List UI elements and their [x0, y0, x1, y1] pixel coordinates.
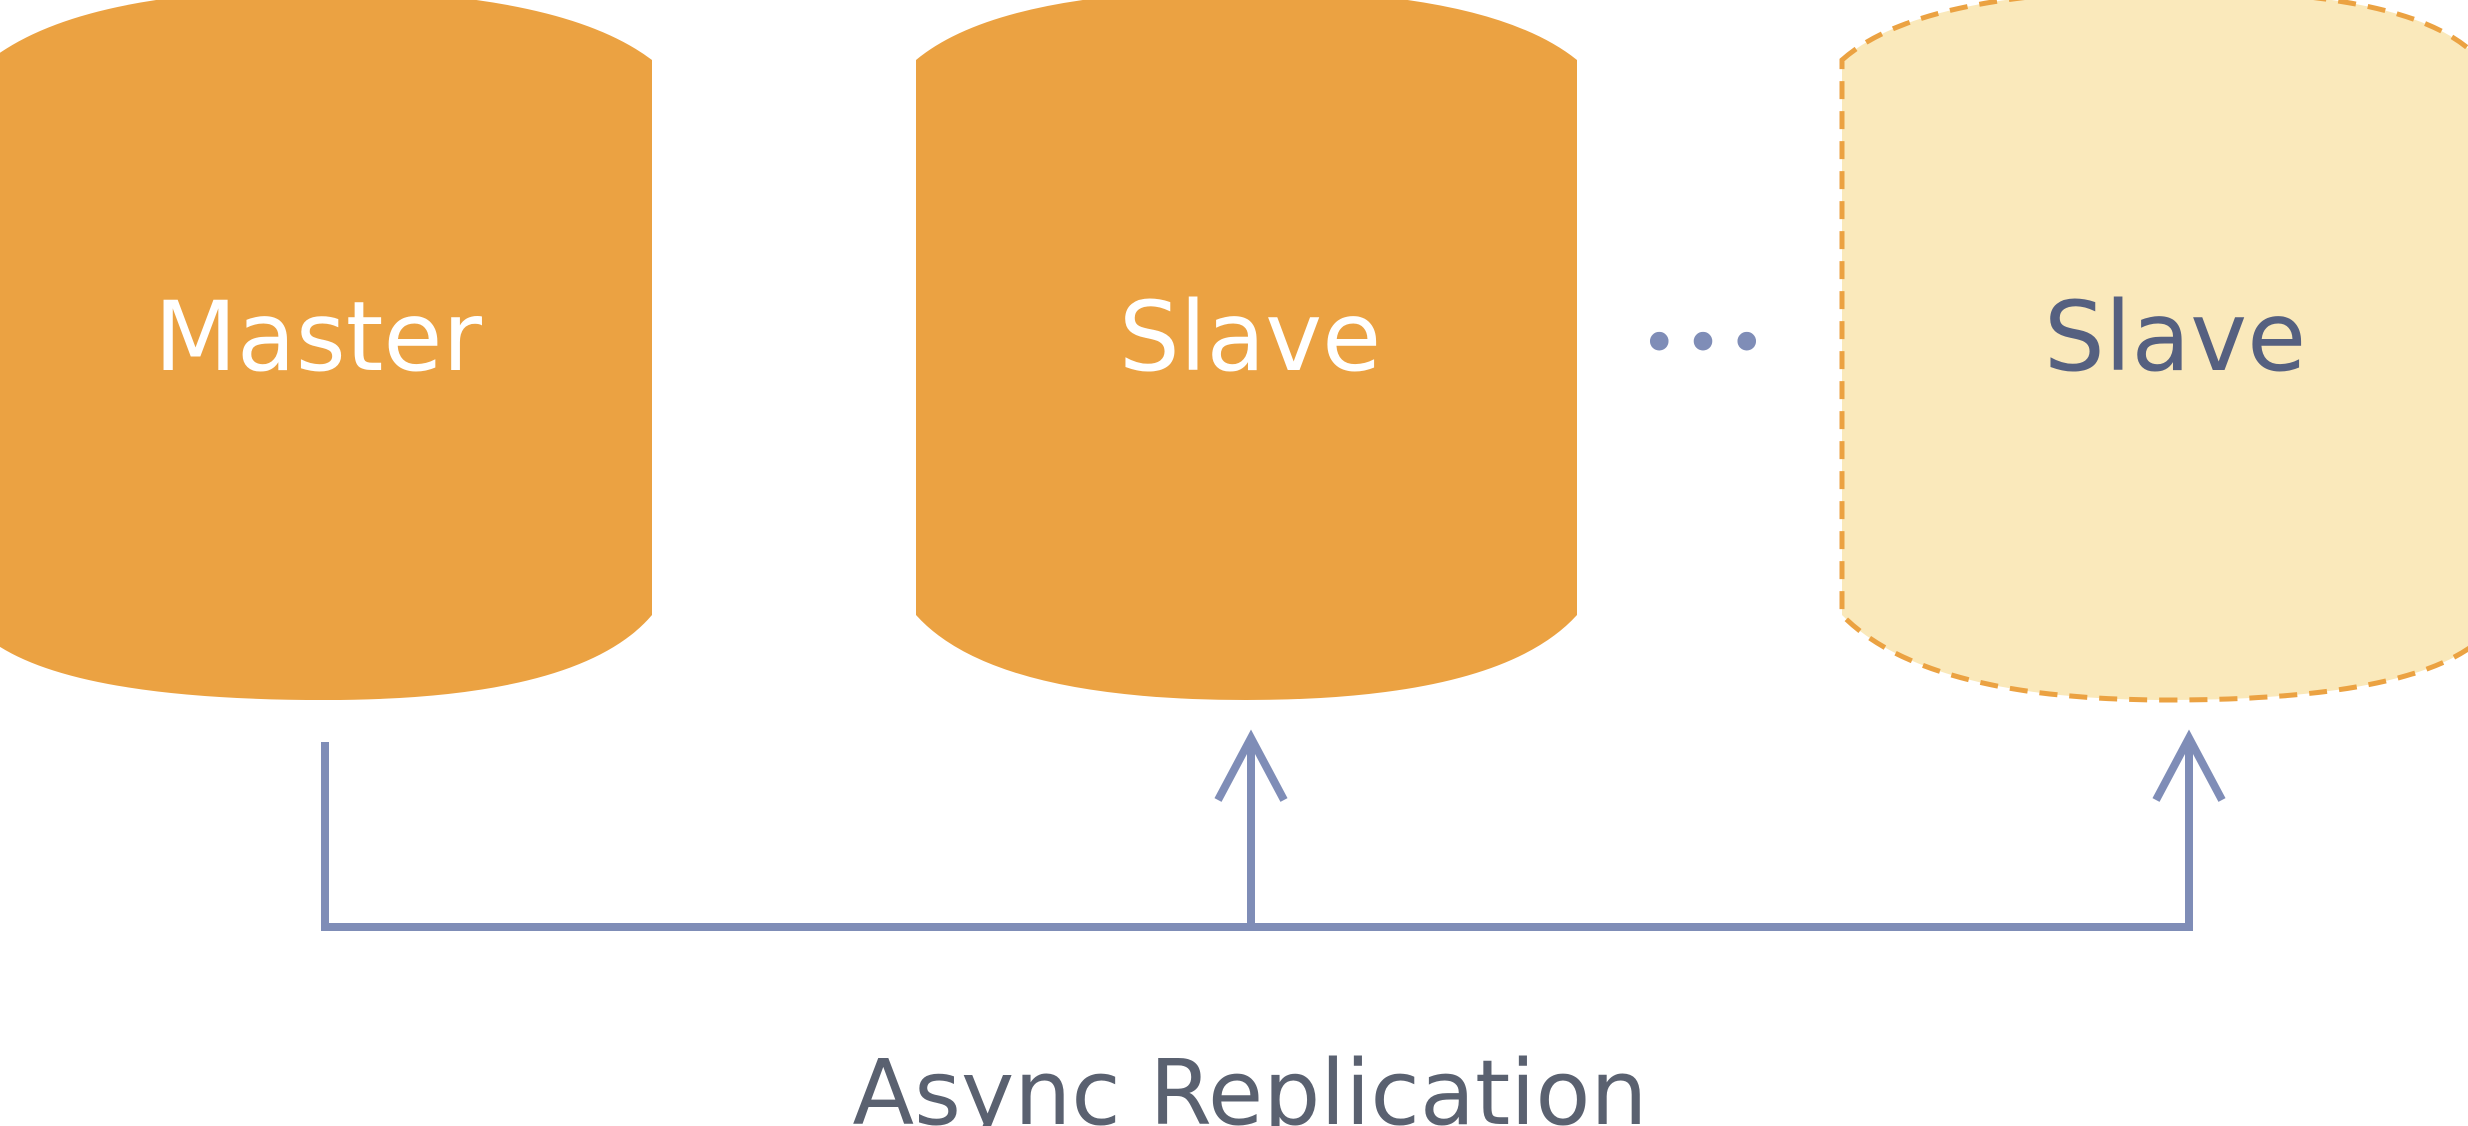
slave-node-2: Slave [1839, 0, 2468, 703]
ellipsis-dots: ••• [1640, 307, 1771, 381]
replication-connector [321, 742, 2193, 931]
arrowhead-up-icon [1214, 729, 1288, 802]
arrowhead-up-icon [2152, 729, 2226, 802]
slave-cylinder-dashed-shape [1839, 0, 2468, 703]
master-node: Master [0, 0, 652, 700]
connector-line [321, 742, 2193, 931]
slave-cylinder-shape [916, 0, 1577, 700]
master-label: Master [154, 281, 482, 393]
diagram-caption: Async Replication [853, 1041, 1648, 1126]
master-cylinder-shape [0, 0, 652, 700]
slave-label-1: Slave [1119, 281, 1381, 393]
slave-node-1: Slave [916, 0, 1577, 700]
slave-label-2: Slave [2044, 281, 2306, 393]
